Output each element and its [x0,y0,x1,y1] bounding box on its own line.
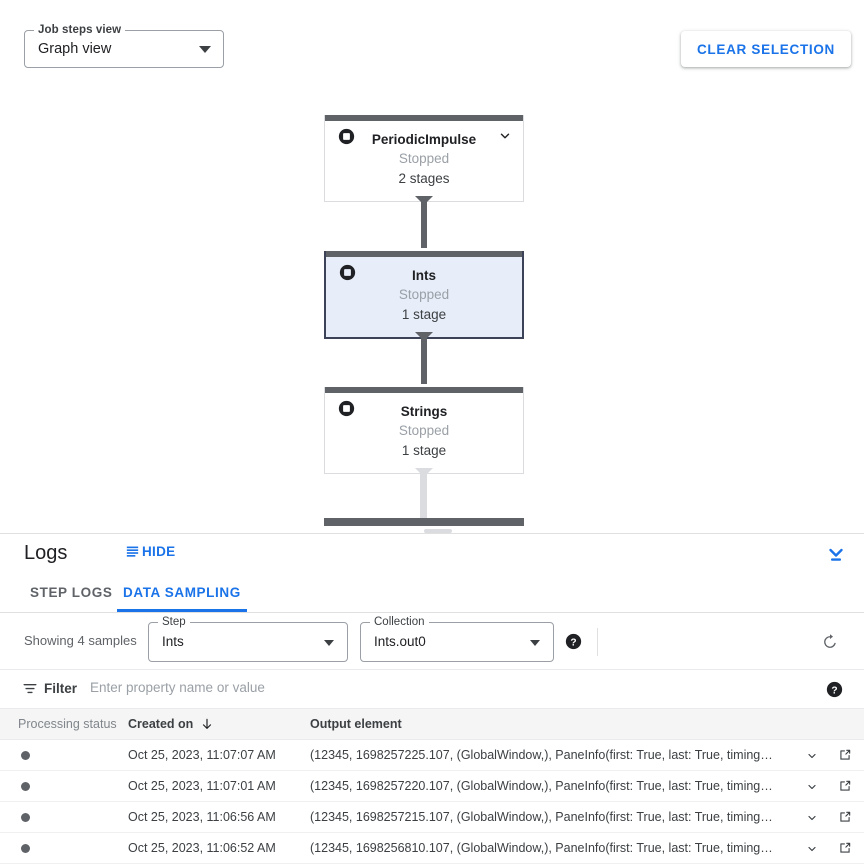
graph-node-partial-next[interactable] [324,518,524,526]
row-expand-chevron-down-icon[interactable] [804,780,820,792]
node-stages: 1 stage [401,307,447,322]
row-created-on: Oct 25, 2023, 11:06:52 AM [128,841,276,855]
logs-title: Logs [24,542,68,564]
graph-edge-2 [421,334,427,384]
samples-table-header: Processing status Created on Output elem… [0,709,864,740]
step-select-label: Step [158,615,190,629]
arrow-down-icon [200,717,214,731]
open-in-new-icon[interactable] [838,748,852,762]
tab-step-logs[interactable]: STEP LOGS [24,572,118,612]
controls-divider [597,628,598,656]
help-circle-icon[interactable]: ? [826,681,843,698]
filter-icon [22,682,38,695]
row-expand-chevron-down-icon[interactable] [804,811,820,823]
logs-panel-header: Logs HIDE [0,534,864,572]
column-header-processing-status[interactable]: Processing status [18,717,117,731]
refresh-icon[interactable] [821,633,839,651]
column-header-output-element[interactable]: Output element [310,717,402,731]
row-output-element: (12345, 1698257225.107, (GlobalWindow,),… [310,748,773,762]
collection-select-value: Ints.out0 [374,634,426,649]
graph-edge-arrow-2 [415,332,433,341]
table-row[interactable]: Oct 25, 2023, 11:06:56 AM (12345, 169825… [0,802,864,833]
node-title: Strings [400,404,448,419]
data-sampling-controls: Showing 4 samples Step Ints Collection I… [0,613,864,670]
collection-select[interactable]: Collection Ints.out0 [360,615,554,662]
status-dot [21,844,30,853]
node-status: Stopped [398,151,450,166]
row-output-element: (12345, 1698257220.107, (GlobalWindow,),… [310,779,773,793]
node-status: Stopped [398,423,450,438]
samples-table-body: Oct 25, 2023, 11:07:07 AM (12345, 169825… [0,740,864,864]
graph-edge-arrow-3 [415,468,433,477]
row-created-on: Oct 25, 2023, 11:07:01 AM [128,779,276,793]
chevron-down-icon [530,640,540,646]
collection-select-label: Collection [370,615,429,629]
node-title: PeriodicImpulse [371,132,477,147]
graph-edge-arrow-1 [415,196,433,205]
status-dot [21,751,30,760]
row-output-element: (12345, 1698256810.107, (GlobalWindow,),… [310,841,773,855]
row-output-element: (12345, 1698257215.107, (GlobalWindow,),… [310,810,773,824]
row-expand-chevron-down-icon[interactable] [804,842,820,854]
svg-text:?: ? [831,685,837,696]
graph-node-periodicimpulse[interactable]: PeriodicImpulse Stopped 2 stages [324,115,524,202]
chevron-down-icon [199,46,211,53]
job-steps-view-value: Graph view [38,41,112,57]
job-graph-canvas[interactable]: Job steps view Graph view CLEAR SELECTIO… [0,0,864,533]
job-steps-view-select[interactable]: Job steps view Graph view [24,23,224,68]
help-circle-icon[interactable]: ? [565,633,582,650]
logs-panel: Logs HIDE STEP LOGS DATA SAMPLING Showin [0,533,864,864]
logs-tabs: STEP LOGS DATA SAMPLING [0,572,864,613]
open-in-new-icon[interactable] [838,841,852,855]
table-row[interactable]: Oct 25, 2023, 11:07:07 AM (12345, 169825… [0,740,864,771]
clear-selection-button[interactable]: CLEAR SELECTION [680,31,851,67]
filter-row: Filter ? [0,670,864,709]
row-created-on: Oct 25, 2023, 11:07:07 AM [128,748,276,762]
job-steps-view-label: Job steps view [34,23,126,37]
node-status: Stopped [398,287,450,302]
node-stages: 1 stage [401,443,447,458]
step-select[interactable]: Step Ints [148,615,348,662]
showing-samples-text: Showing 4 samples [24,633,137,648]
stop-circle-icon [338,400,355,417]
list-lines-icon [124,543,141,560]
open-in-new-icon[interactable] [838,779,852,793]
node-stages: 2 stages [398,171,450,186]
table-row[interactable]: Oct 25, 2023, 11:07:01 AM (12345, 169825… [0,771,864,802]
status-dot [21,813,30,822]
node-title: Ints [411,268,436,283]
filter-label: Filter [44,681,78,696]
row-expand-chevron-down-icon[interactable] [804,749,820,761]
node-expand-chevron-down-icon[interactable] [498,129,512,143]
tab-data-sampling[interactable]: DATA SAMPLING [117,572,247,612]
graph-edge-3 [420,470,427,520]
graph-edge-1 [421,198,427,248]
node-top-bar [326,251,522,257]
graph-node-ints[interactable]: Ints Stopped 1 stage [324,251,524,339]
filter-input[interactable] [88,679,792,696]
svg-text:?: ? [570,637,576,648]
status-dot [21,782,30,791]
graph-node-strings[interactable]: Strings Stopped 1 stage [324,387,524,474]
panel-drag-handle[interactable] [424,529,452,533]
hide-logs-label: HIDE [142,544,176,559]
step-select-value: Ints [162,634,184,649]
hide-logs-button[interactable]: HIDE [124,543,175,560]
stop-circle-icon [339,264,356,281]
node-top-bar [325,387,523,393]
chevron-down-icon [324,640,334,646]
node-top-bar [325,115,523,121]
stop-circle-icon [338,128,355,145]
table-row[interactable]: Oct 25, 2023, 11:06:52 AM (12345, 169825… [0,833,864,864]
row-created-on: Oct 25, 2023, 11:06:56 AM [128,810,276,824]
open-in-new-icon[interactable] [838,810,852,824]
collapse-down-icon[interactable] [824,542,848,566]
column-header-created-on[interactable]: Created on [128,717,214,731]
column-header-created-on-label: Created on [128,717,194,731]
